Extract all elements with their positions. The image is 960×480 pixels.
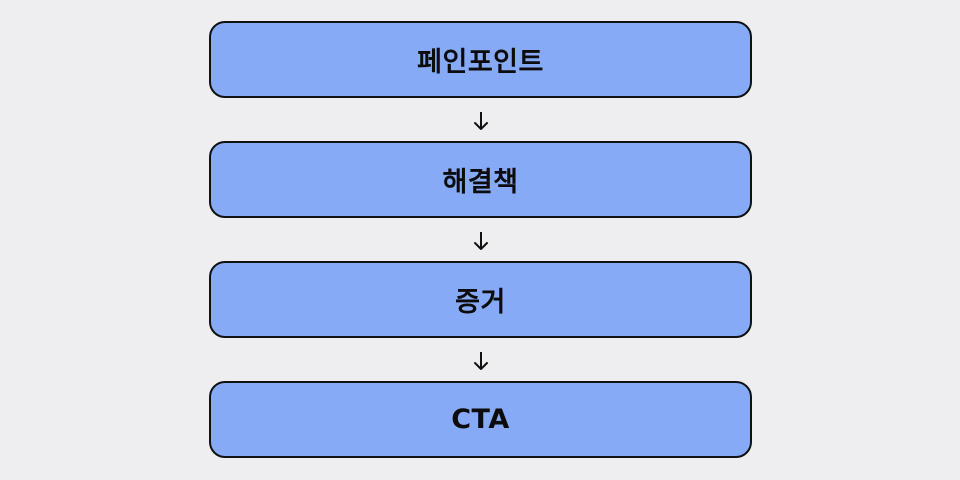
step-box-evidence: 증거 bbox=[209, 261, 752, 338]
arrow-down-icon bbox=[474, 352, 488, 370]
step-box-cta: CTA bbox=[209, 381, 752, 458]
step-label: 페인포인트 bbox=[417, 47, 544, 78]
arrow-down-icon bbox=[474, 112, 488, 130]
arrow-down-icon bbox=[474, 232, 488, 250]
step-label: 해결책 bbox=[442, 167, 519, 198]
step-box-solution: 해결책 bbox=[209, 141, 752, 218]
step-label: CTA bbox=[451, 404, 510, 435]
step-label: 증거 bbox=[455, 287, 506, 318]
step-box-pain-point: 페인포인트 bbox=[209, 21, 752, 98]
